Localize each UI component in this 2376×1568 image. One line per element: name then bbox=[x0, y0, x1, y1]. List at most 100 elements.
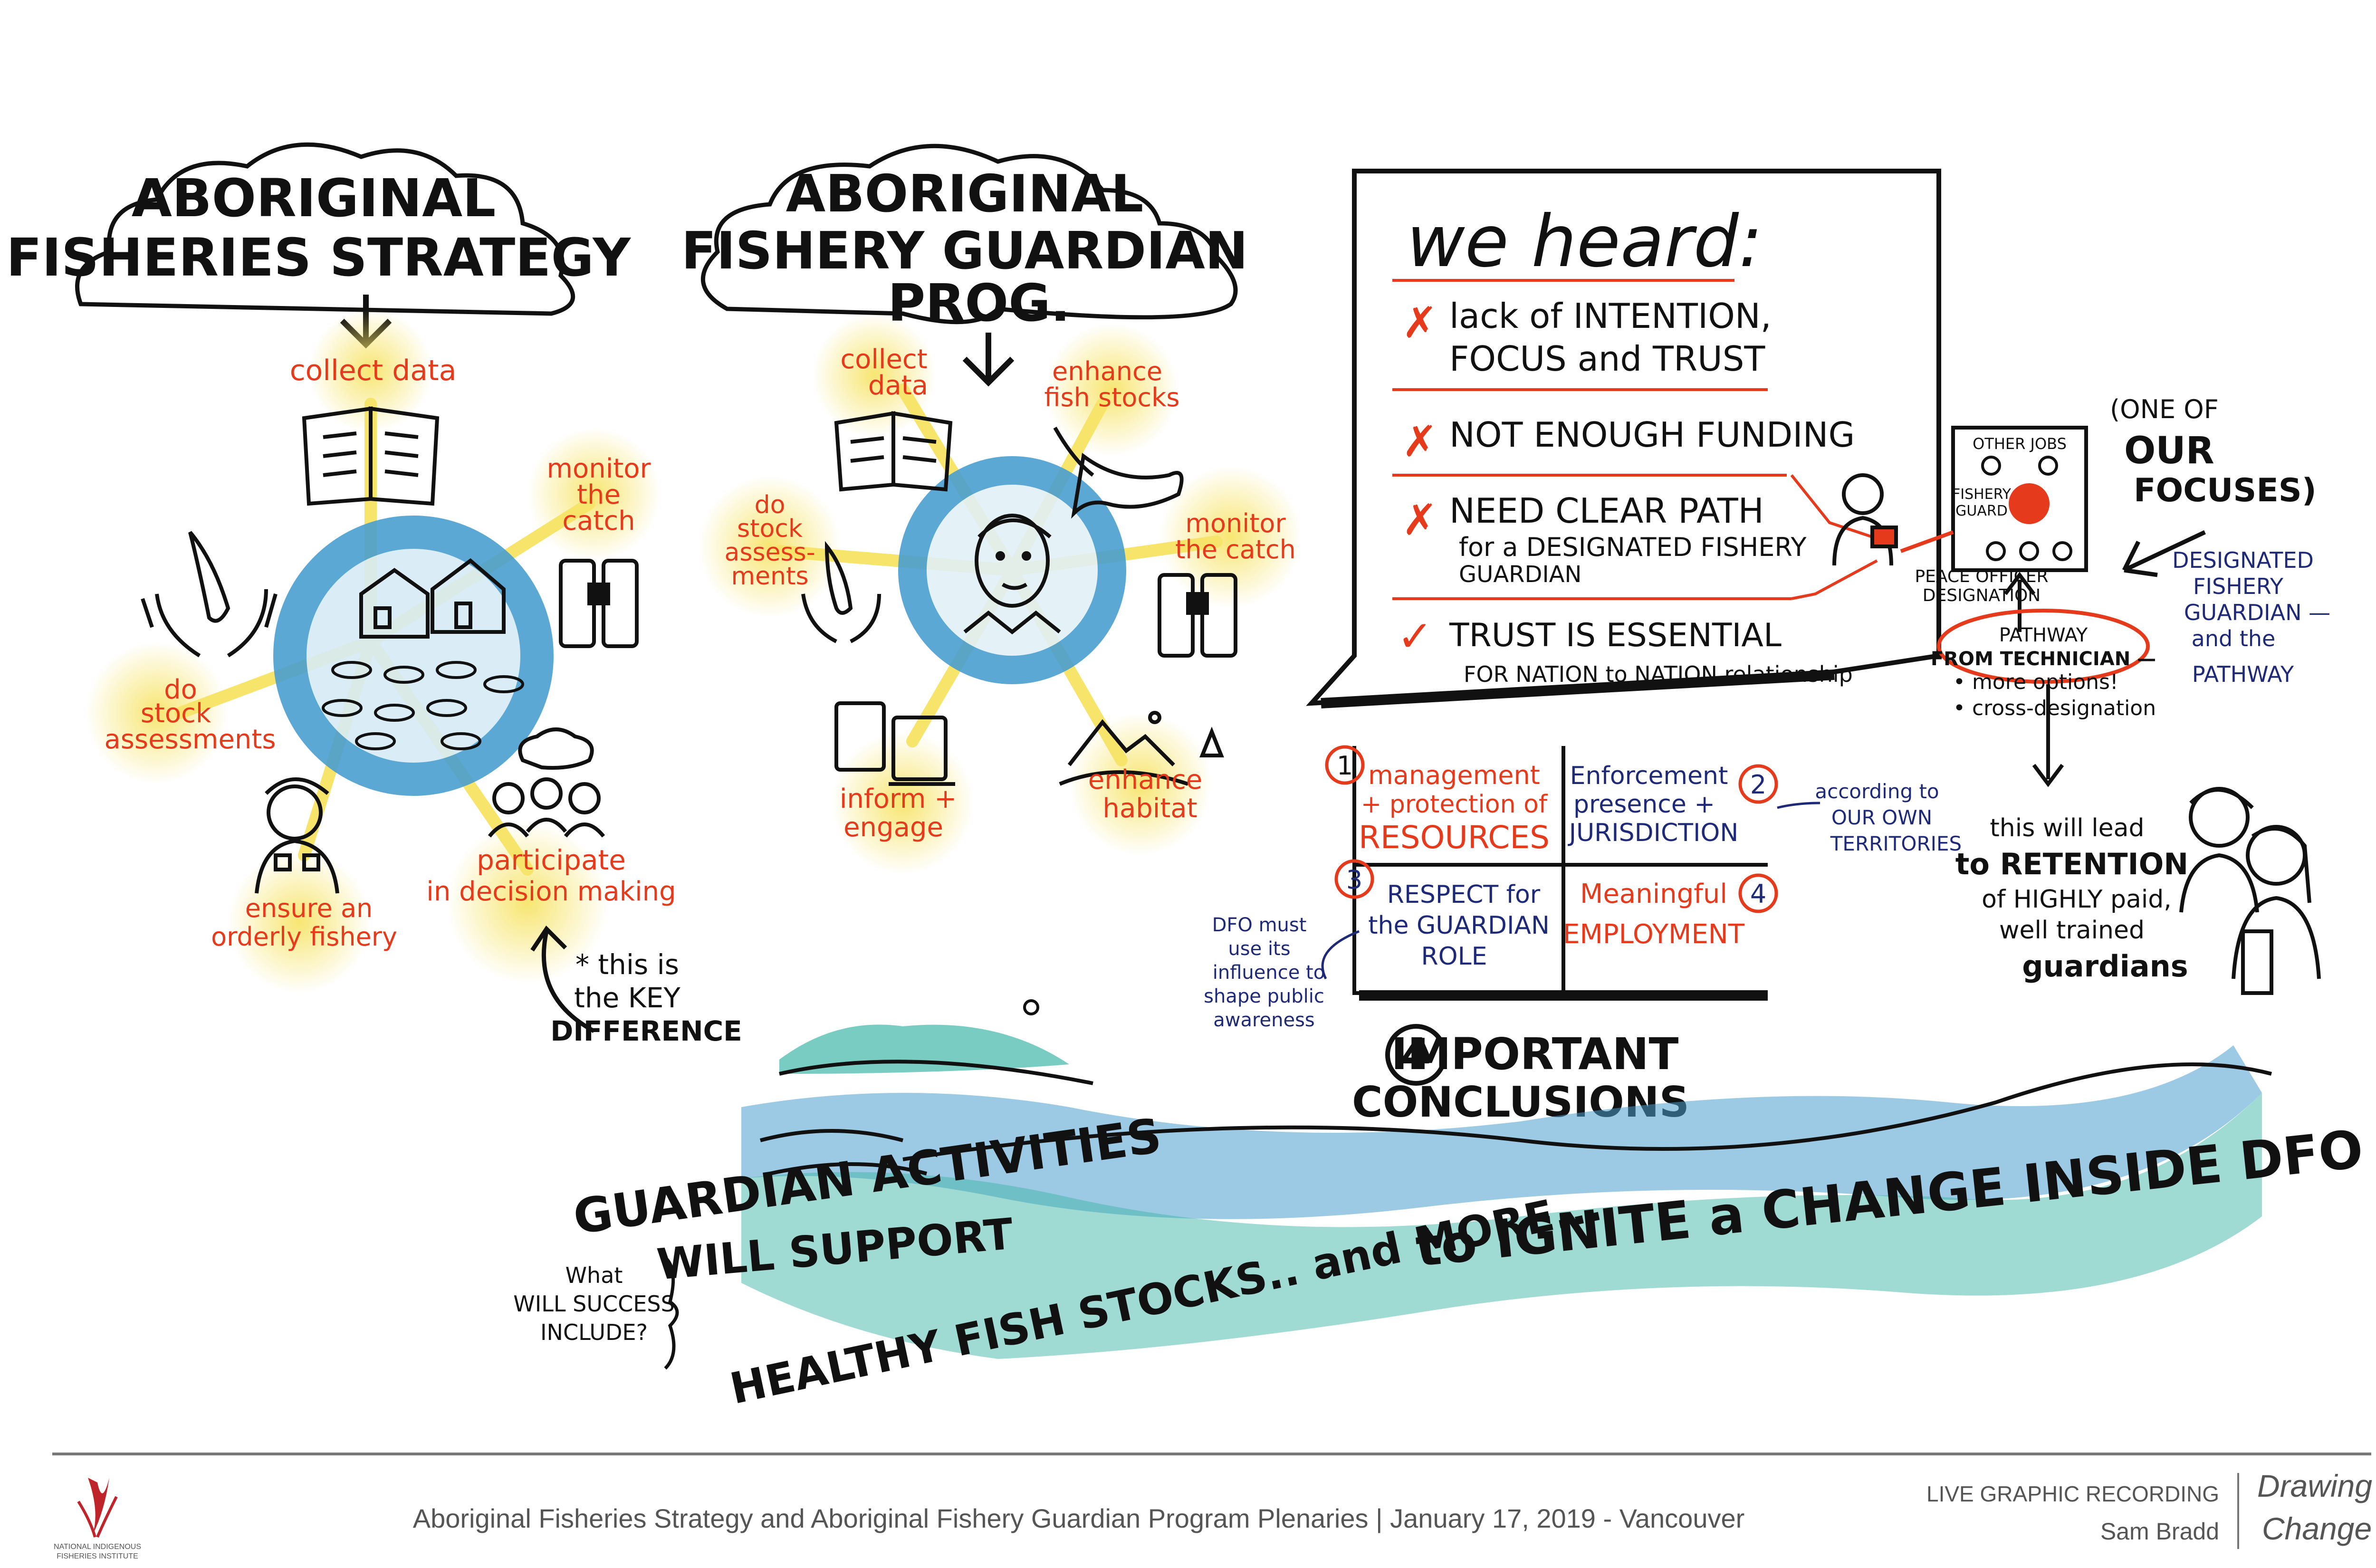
one-of-label: (ONE OF bbox=[2110, 394, 2219, 424]
highlight-blob bbox=[1045, 323, 1178, 456]
retention-l3: of HIGHLY paid, bbox=[1982, 885, 2172, 914]
cell-3-l1: RESPECT for bbox=[1387, 880, 1541, 909]
org-name-l1: NATIONAL INDIGENOUS bbox=[54, 1543, 141, 1551]
afgp-collect-l2: data bbox=[868, 370, 928, 401]
item-3-l3: GUARDIAN bbox=[1459, 561, 1581, 588]
curved-arrow-icon bbox=[530, 925, 595, 1033]
highlight-blob bbox=[832, 732, 974, 874]
connector-line bbox=[1790, 474, 1878, 600]
retention-l5: guardians bbox=[2022, 949, 2188, 984]
cell-4-l2: EMPLOYMENT bbox=[1563, 919, 1744, 950]
wave-strokes bbox=[759, 1129, 928, 1176]
number-circle bbox=[1385, 1024, 1447, 1086]
our-focuses-l2: FOCUSES) bbox=[2134, 472, 2317, 509]
number-badge bbox=[1325, 745, 1365, 785]
artist-name: Sam Bradd bbox=[2100, 1518, 2219, 1545]
technician-oval bbox=[1937, 609, 2150, 684]
dfo-note-l5: awareness bbox=[1213, 1009, 1315, 1031]
item-2-l1: NOT ENOUGH FUNDING bbox=[1449, 415, 1855, 455]
highlight-blob bbox=[447, 822, 608, 984]
cell-1-num: 1 bbox=[1337, 751, 1353, 781]
pathway-bullet-1: • more options! bbox=[1953, 670, 2118, 694]
technician-l1: PATHWAY bbox=[1999, 624, 2088, 646]
cell-1-l2: + protection of bbox=[1361, 790, 1548, 819]
sun-icon bbox=[1023, 999, 1039, 1015]
afs-section: ABORIGINAL FISHERIES STRATEGY bbox=[6, 142, 742, 1047]
afs-participate-l1: participate bbox=[477, 844, 626, 876]
afgp-stock-l2: stock bbox=[737, 515, 803, 543]
highlight-blob bbox=[527, 428, 661, 561]
afgp-title-line3: PROG. bbox=[888, 274, 1070, 333]
item-3-l2: for a DESIGNATED FISHERY bbox=[1459, 532, 1807, 562]
number-badge bbox=[1738, 873, 1778, 913]
item-mark-1: ✗ bbox=[1402, 298, 1437, 348]
group-speech-icon bbox=[488, 727, 605, 838]
two-people-icon bbox=[2179, 787, 2321, 995]
afgp-habitat-l2: habitat bbox=[1102, 793, 1197, 824]
brand-l1: Drawing bbox=[2257, 1468, 2372, 1503]
highlight-blob bbox=[699, 475, 841, 618]
afgp-inform-l1: inform + bbox=[840, 784, 957, 814]
afgp-stock-l1: do bbox=[755, 491, 786, 519]
other-jobs-label: OTHER JOBS bbox=[1973, 435, 2067, 453]
binoculars-icon bbox=[559, 559, 639, 648]
highlight-blob bbox=[1069, 713, 1212, 855]
we-heard-board: we heard: ✗ lack of INTENTION, FOCUS and… bbox=[1306, 169, 1941, 708]
highlight-blob bbox=[1159, 466, 1302, 608]
afs-collect-label: collect data bbox=[290, 354, 457, 387]
afgp-title-line1: ABORIGINAL bbox=[786, 164, 1144, 224]
board-shadow bbox=[1321, 669, 1835, 708]
afs-orderly-l1: ensure an bbox=[245, 893, 373, 923]
number-badge bbox=[1334, 859, 1374, 899]
down-arrow-icon bbox=[962, 333, 1015, 387]
whale-fish-icon bbox=[1053, 427, 1184, 519]
afgp-section: ABORIGINAL FISHERY GUARDIAN PROG. bbox=[681, 143, 1302, 874]
peace-officer-l2: DESIGNATION bbox=[1923, 586, 2041, 605]
conclusions-label-l1: IMPORTANT bbox=[1391, 1029, 1679, 1080]
cell-3-num: 3 bbox=[1346, 865, 1362, 895]
key-difference-l1: * this is bbox=[575, 948, 679, 981]
designated-l2: FISHERY bbox=[2193, 574, 2284, 599]
cell-4-l1: Meaningful bbox=[1580, 879, 1727, 909]
afgp-enhance-stocks-l1: enhance bbox=[1052, 356, 1162, 386]
open-book-icon bbox=[302, 406, 440, 506]
afs-participate-l2: in decision making bbox=[426, 876, 676, 907]
afgp-title-cloud bbox=[700, 143, 1238, 325]
down-arrow-icon bbox=[2032, 684, 2064, 787]
dfo-note-l3: influence to bbox=[1213, 962, 1325, 984]
cell-3-l2: the GUARDIAN bbox=[1368, 911, 1550, 940]
open-book-icon bbox=[834, 411, 953, 492]
dfo-note-l4: shape public bbox=[1204, 985, 1324, 1007]
afgp-title-line2: FISHERY GUARDIAN bbox=[681, 221, 1248, 281]
connector-line bbox=[1900, 530, 1954, 553]
item-4-l1: TRUST IS ESSENTIAL bbox=[1449, 617, 1782, 654]
afgp-stock-l3: assess- bbox=[725, 538, 815, 567]
upper-wave bbox=[741, 1045, 2262, 1219]
retention-l4: well trained bbox=[1999, 916, 2145, 945]
retention-l2: to RETENTION bbox=[1955, 847, 2188, 881]
afs-title-line2: FISHERIES STRATEGY bbox=[6, 227, 631, 288]
afgp-enhance-stocks-l2: fish stocks bbox=[1044, 382, 1180, 412]
org-name-l2: FISHERIES INSTITUTE bbox=[57, 1552, 138, 1560]
brand-l2: Change bbox=[2262, 1511, 2372, 1546]
highlight-blob bbox=[86, 641, 228, 784]
afgp-monitor-l2: the catch bbox=[1175, 535, 1296, 564]
afgp-monitor-l1: monitor bbox=[1185, 508, 1286, 538]
houses-icon bbox=[359, 558, 506, 639]
fishery-guard-l1: FISHERY bbox=[1952, 486, 2012, 503]
territories-l2: OUR OWN bbox=[1831, 806, 1932, 829]
territories-l1: according to bbox=[1815, 780, 1939, 803]
afs-stock-l1: do bbox=[164, 674, 197, 705]
afs-monitor-l1: monitor bbox=[546, 453, 651, 484]
retention-l1: this will lead bbox=[1990, 814, 2144, 842]
conclusions-grid: 1 management + protection of RESOURCES 2… bbox=[1204, 745, 1962, 1127]
hands-fish-icon bbox=[141, 531, 278, 658]
afs-monitor-l2: the bbox=[577, 479, 621, 510]
afs-stock-l3: assessments bbox=[104, 724, 276, 755]
guardian-face-icon bbox=[963, 514, 1061, 635]
nifi-logo-icon bbox=[77, 1478, 118, 1538]
binoculars-icon bbox=[1158, 573, 1237, 658]
item-1-l1: lack of INTENTION, bbox=[1449, 296, 1772, 336]
